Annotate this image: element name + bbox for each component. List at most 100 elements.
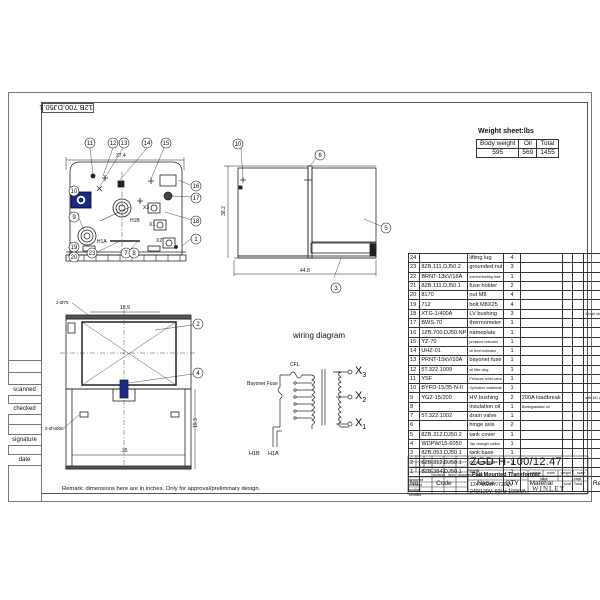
svg-text:3: 3 [334,286,338,292]
bom-cell-material [519,299,563,310]
bom-cell-qty: 1 [503,401,521,413]
x1-terminal-label: X1 [355,417,367,432]
bom-cell-name: pressure indicator [467,336,505,347]
svg-text:15: 15 [163,141,170,147]
bom-cell-no: 7 [407,411,421,422]
svg-text:10: 10 [71,189,78,195]
bom-cell-no: 14 [407,345,421,357]
title-block-row-labels: designed checked audited certified [409,478,423,498]
bom-cell-tw [571,280,585,292]
bom-cell-remark: with DD arrester [583,392,600,403]
bom-cell-name: hinge axis [467,420,505,431]
bom-cell-qty: 1 [503,318,521,329]
bom-cell-tw [571,438,585,450]
bom-cell-uw [561,401,573,413]
hole-label-left: 2-Ø×Ø58 [45,426,64,431]
bom-cell-remark [583,252,600,264]
certified-label: certified [409,493,422,497]
bom-cell-code: YZ-70 [419,336,469,347]
side-cell [8,424,41,434]
bom-cell-remark [583,290,600,301]
bom-cell-code: PRNT-15kV/10A [419,355,469,366]
bom-cell-remark [583,466,600,478]
bom-cell-qty: 1 [503,373,521,385]
svg-text:7: 7 [124,251,128,257]
bom-cell-tw [571,290,585,301]
bom-cell-name: Pressure relief valve [467,373,505,385]
bom-cell-name: lifting lug [467,252,505,264]
bom-cell-qty: 1 [503,429,521,440]
checked-label-tb: checked [409,483,423,487]
bom-cell-no: 6 [407,420,421,431]
weight-sheet-title: Weight sheet:lbs [478,128,534,135]
tb-date-label: date [476,473,483,477]
bom-cell-uw [561,299,573,310]
svg-text:13: 13 [121,141,128,147]
bom-cell-material [519,411,563,422]
bom-cell-uw [561,383,573,394]
bom-cell-material [519,290,563,301]
bom-cell-qty: 1 [503,411,521,422]
bom-cell-qty: 4 [503,299,521,310]
bom-cell-remark [583,271,600,282]
document-label: document [457,473,474,477]
bom-cell-uw [561,438,573,450]
bom-cell-qty: 2 [503,392,521,403]
bom-cell-material [519,336,563,347]
bom-cell-name: current limiting fuse [467,271,505,282]
bom-cell-uw [561,457,573,468]
pattern-label: pattern [530,471,541,475]
bom-cell-tw [571,383,585,394]
bom-cell-name: Tap changer switch [467,438,505,450]
bom-cell-remark [583,420,600,431]
bushing-h1b-label: H1B [130,218,140,224]
bom-cell-code: YSF [419,373,469,385]
bom-cell-code: UHZ-01 [419,345,469,357]
bom-cell-code: 8ZB.111.DJ50.1 [419,280,469,292]
bom-cell-no: 10 [407,383,421,394]
weight-header-oil: Oil [518,139,538,149]
bom-cell-name: insulation oil [467,401,505,413]
side-cell [8,360,41,372]
bom-cell-no: 16 [407,327,421,338]
bom-cell-tw [571,308,585,320]
svg-text:10: 10 [235,142,242,148]
bom-cell-name: oil level indicator [467,345,505,357]
bom-cell-name: oil filler plug [467,364,505,375]
bom-cell-uw [561,392,573,403]
bom-cell-code: 712 [419,299,469,310]
bom-cell-no: 17 [407,318,421,329]
bom-cell-code: 8ZB.312.DJ50.1 [419,457,469,468]
h1a-label: H1A [268,451,279,457]
bom-cell-name: bayonet fuse [467,355,505,366]
bom-cell-no: 23 [407,262,421,273]
scanned-label: scanned [8,384,41,395]
bom-cell-code: XTG-1/400A [419,308,469,320]
bom-cell-tw [571,420,585,431]
audited-label: audited [409,488,421,492]
bom-cell-material [519,355,563,366]
bom-cell-qty: 1 [503,438,521,450]
bom-cell-tw [571,448,585,459]
bom-cell-remark [583,345,600,357]
bom-cell-name: thermometer [467,318,505,329]
item-label: item [448,473,455,477]
bom-cell-remark [583,373,600,385]
wiring-diagram-title: wiring diagram [293,331,346,340]
top-bottom-dim: 35 [122,448,128,454]
bom-cell-qty: 3 [503,262,521,273]
bom-cell-code: 5T.322.1002 [419,411,469,422]
bom-cell-remark [583,401,600,413]
bom-cell-tw [571,299,585,310]
bom-cell-remark [583,438,600,450]
bom-cell-name: nameplate [467,327,505,338]
bom-cell-name: bolt M8X25 [467,299,505,310]
bom-cell-no: 2 [407,457,421,468]
bom-cell-material [519,271,563,282]
